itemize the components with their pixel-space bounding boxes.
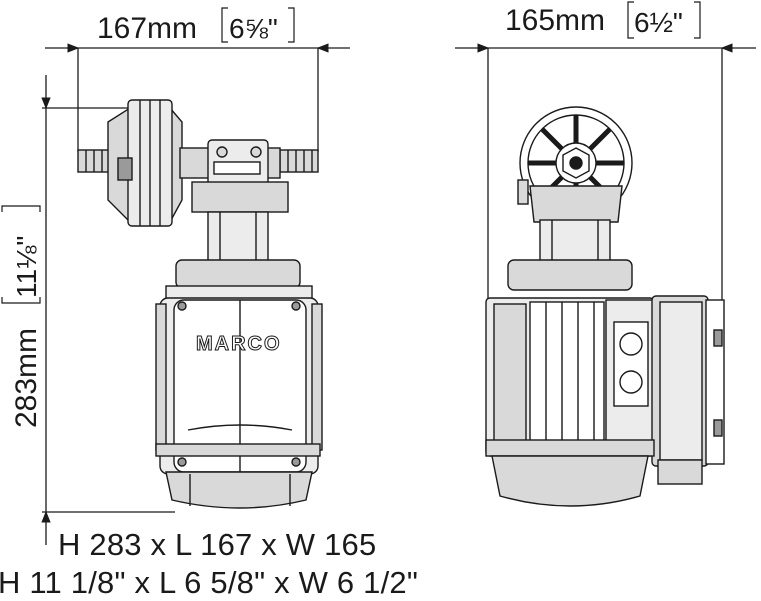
- height-mm-label: 283mm: [10, 328, 43, 428]
- length-dimension: [45, 43, 350, 152]
- width-dimension: [455, 43, 756, 300]
- height-dimension: [41, 75, 175, 545]
- length-inch-label: 6⅝": [229, 13, 278, 44]
- height-inch-label: 11⅛": [11, 236, 42, 298]
- height-inch-bracket: [1, 205, 41, 304]
- width-inch-bracket: [627, 1, 701, 39]
- pump-front-view: [77, 99, 323, 509]
- imperial-dimensions-caption: H 11 1/8" x L 6 5/8" x W 6 1/2": [0, 565, 419, 600]
- width-inch-label: 6½": [634, 7, 683, 38]
- metric-dimensions-caption: H 283 x L 167 x W 165: [58, 527, 377, 562]
- length-inch-bracket: [221, 7, 295, 43]
- length-mm-label: 167mm: [97, 12, 197, 45]
- width-mm-label: 165mm: [505, 4, 605, 37]
- pump-side-view: [485, 106, 725, 507]
- brand-logo-text: MARCO: [196, 333, 282, 355]
